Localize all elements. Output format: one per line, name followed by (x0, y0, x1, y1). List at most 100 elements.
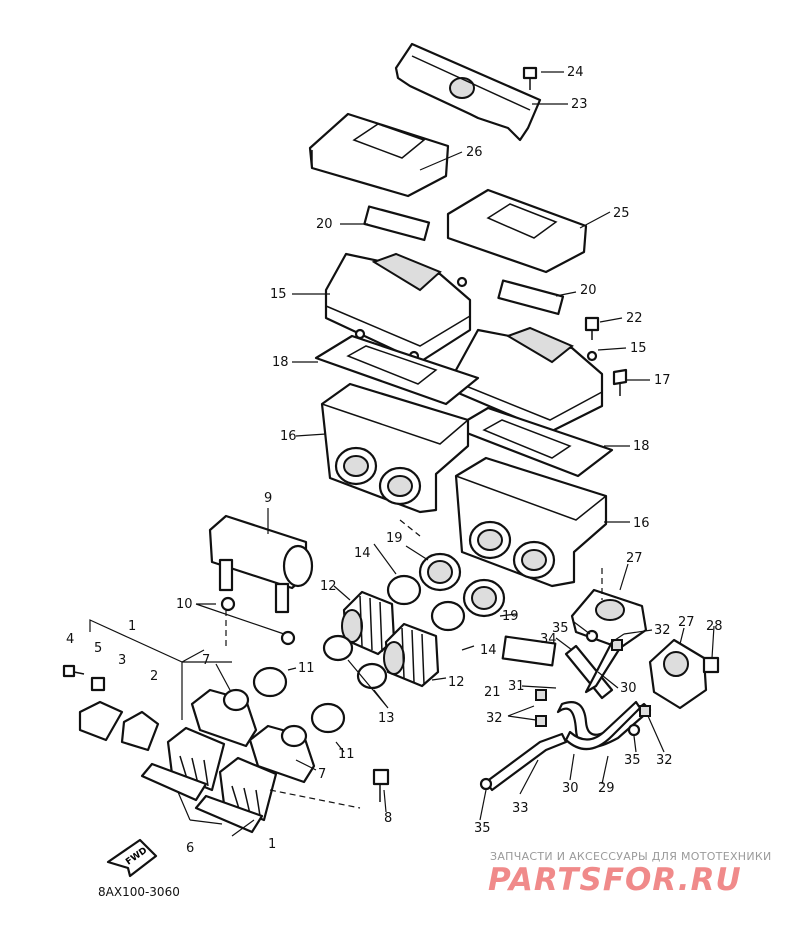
part-32-clip-d (639, 705, 651, 717)
callout-10: 10 (176, 597, 193, 612)
watermark-logo: PARTSFOR.RU (488, 862, 742, 898)
part-35-clip-c (627, 723, 641, 737)
part-10-clip-a (220, 596, 236, 612)
part-2-plate (120, 710, 160, 752)
callout-5: 5 (94, 641, 102, 656)
callout-24: 24 (567, 65, 584, 80)
hidden-line-d (399, 519, 421, 537)
callout-16-front: 16 (633, 516, 650, 531)
callout-35-c: 35 (474, 821, 491, 836)
part-7-manifold-upper (190, 688, 258, 748)
part-25-cover (446, 188, 588, 274)
part-11-clamp-lower (310, 702, 346, 734)
callout-8: 8 (384, 811, 392, 826)
diagram-reference-code: 8AX100-3060 (98, 885, 180, 899)
callout-1-top: 1 (128, 619, 136, 634)
callout-7-upper: 7 (202, 653, 210, 668)
part-22-screw (584, 316, 600, 340)
part-24-bolt (522, 66, 538, 90)
callout-14-lower: 14 (480, 643, 497, 658)
part-13-clamp-lower (356, 662, 388, 690)
part-14-clamp-lower (430, 600, 466, 632)
callout-18-rear: 18 (272, 355, 289, 370)
part-16-airbox-case-front (454, 456, 608, 588)
part-33-hose (484, 732, 568, 792)
callout-30-b: 30 (562, 781, 579, 796)
callout-25: 25 (613, 206, 630, 221)
watermark-caption: ЗАПЧАСТИ И АКСЕССУАРЫ ДЛЯ МОТОТЕХНИКИ (490, 850, 772, 863)
part-17-screw (612, 368, 628, 396)
hidden-line-b (269, 789, 361, 809)
part-28-fitting (702, 656, 720, 674)
part-15-airbox-cover-front (454, 326, 604, 434)
part-18-gasket-rear (314, 334, 480, 406)
part-20-filter-rear (363, 205, 431, 242)
callout-20-front: 20 (580, 283, 597, 298)
part-18-gasket-front (452, 406, 614, 478)
callout-18-front: 18 (633, 439, 650, 454)
part-35-clip-a (479, 777, 493, 791)
callout-3: 3 (118, 653, 126, 668)
part-16-airbox-case-rear (320, 382, 470, 514)
part-14-clamp-upper (386, 574, 422, 606)
callout-31: 31 (508, 679, 525, 694)
callout-7-lower: 7 (318, 767, 326, 782)
callout-32-a: 32 (654, 623, 671, 638)
part-32-clip-a (535, 689, 547, 701)
callout-19-upper: 19 (386, 531, 403, 546)
callout-2: 2 (150, 669, 158, 684)
callout-20-rear: 20 (316, 217, 333, 232)
fwd-arrow-icon: FWD (106, 838, 158, 878)
callout-11-lower: 11 (338, 747, 355, 762)
callout-27-lower: 27 (678, 615, 695, 630)
callout-12-lower: 12 (448, 675, 465, 690)
callout-23: 23 (571, 97, 588, 112)
part-19-band-upper (418, 552, 462, 592)
callout-16-rear: 16 (280, 429, 297, 444)
part-21-pad (501, 635, 557, 667)
callout-15-rear: 15 (270, 287, 287, 302)
part-27-pump-lower (648, 638, 708, 710)
part-6-gasket-lower (194, 794, 264, 834)
part-20-filter-front (497, 279, 565, 316)
callout-4: 4 (66, 632, 74, 647)
part-4-screw (62, 664, 85, 678)
leader-lines (177, 71, 715, 837)
part-32-clip-c (611, 639, 623, 651)
callout-12-upper: 12 (320, 579, 337, 594)
part-30-hose (564, 700, 642, 751)
callout-11-upper: 11 (298, 661, 315, 676)
callout-19-lower: 19 (502, 609, 519, 624)
callout-26: 26 (466, 145, 483, 160)
part-15-airbox-cover-rear (324, 252, 472, 364)
callout-9: 9 (264, 491, 272, 506)
part-27-pump-upper (570, 588, 648, 650)
callout-32-c: 32 (656, 753, 673, 768)
part-12-joint-upper (341, 590, 396, 656)
callout-1-bottom: 1 (268, 837, 276, 852)
part-9-joint (208, 514, 314, 614)
callout-30-a: 30 (620, 681, 637, 696)
part-5-washer (90, 676, 106, 692)
callout-28: 28 (706, 619, 723, 634)
callout-35-a: 35 (552, 621, 569, 636)
part-3-reed-plate (78, 700, 124, 742)
callout-22: 22 (626, 311, 643, 326)
callout-33: 33 (512, 801, 529, 816)
callout-27-upper: 27 (626, 551, 643, 566)
callout-29: 29 (598, 781, 615, 796)
callout-6: 6 (186, 841, 194, 856)
part-10-clip-b (280, 630, 296, 646)
part-1-reed-valve-lower (218, 756, 278, 822)
callout-32-b: 32 (486, 711, 503, 726)
callout-17: 17 (654, 373, 671, 388)
part-13-clamp-upper (322, 634, 354, 662)
part-26-cover (308, 112, 450, 198)
part-23-bracket (394, 42, 542, 142)
part-8-bolt (372, 768, 390, 802)
part-11-clamp-upper (252, 666, 288, 698)
part-32-clip-b (535, 715, 547, 727)
callout-34: 34 (540, 632, 557, 647)
callout-15-front: 15 (630, 341, 647, 356)
